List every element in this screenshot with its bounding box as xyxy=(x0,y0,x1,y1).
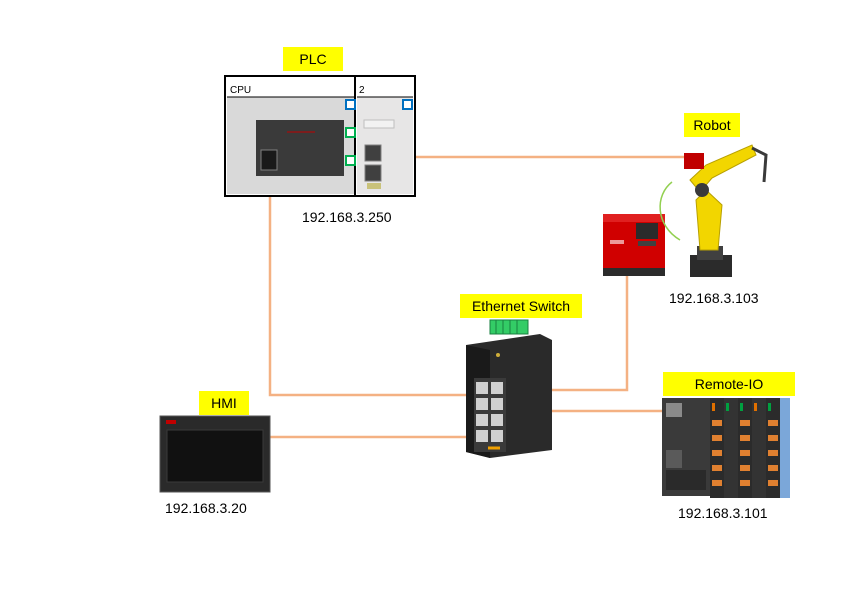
plc-slot-text: 2 xyxy=(359,85,365,96)
hmi-ip-address: 192.168.3.20 xyxy=(165,500,247,516)
ethernet-switch-label: Ethernet Switch xyxy=(460,294,582,318)
hmi-icon xyxy=(159,415,271,493)
robot-label: Robot xyxy=(684,113,740,137)
plc-ethernet-port-2 xyxy=(364,164,382,182)
plc-ip-address: 192.168.3.250 xyxy=(302,209,392,225)
plc-label: PLC xyxy=(283,47,343,71)
plc-cpu-text: CPU xyxy=(230,85,251,96)
hmi-label: HMI xyxy=(199,391,249,415)
cable-plc-to-switch xyxy=(268,160,478,397)
remote-io-icon xyxy=(662,398,790,498)
robot-ip-address: 192.168.3.103 xyxy=(669,290,759,306)
remote-io-label: Remote-IO xyxy=(663,372,795,396)
robot-arm-icon xyxy=(659,144,768,277)
plc-ethernet-port-1 xyxy=(364,144,382,162)
plc-status-indicator xyxy=(345,99,356,110)
remote-io-ip-address: 192.168.3.101 xyxy=(678,505,768,521)
welder-icon xyxy=(603,214,665,276)
ethernet-switch-icon xyxy=(466,319,552,458)
plc-device: CPU 2 xyxy=(224,75,416,197)
plc-cpu-ethernet-port xyxy=(260,149,278,171)
